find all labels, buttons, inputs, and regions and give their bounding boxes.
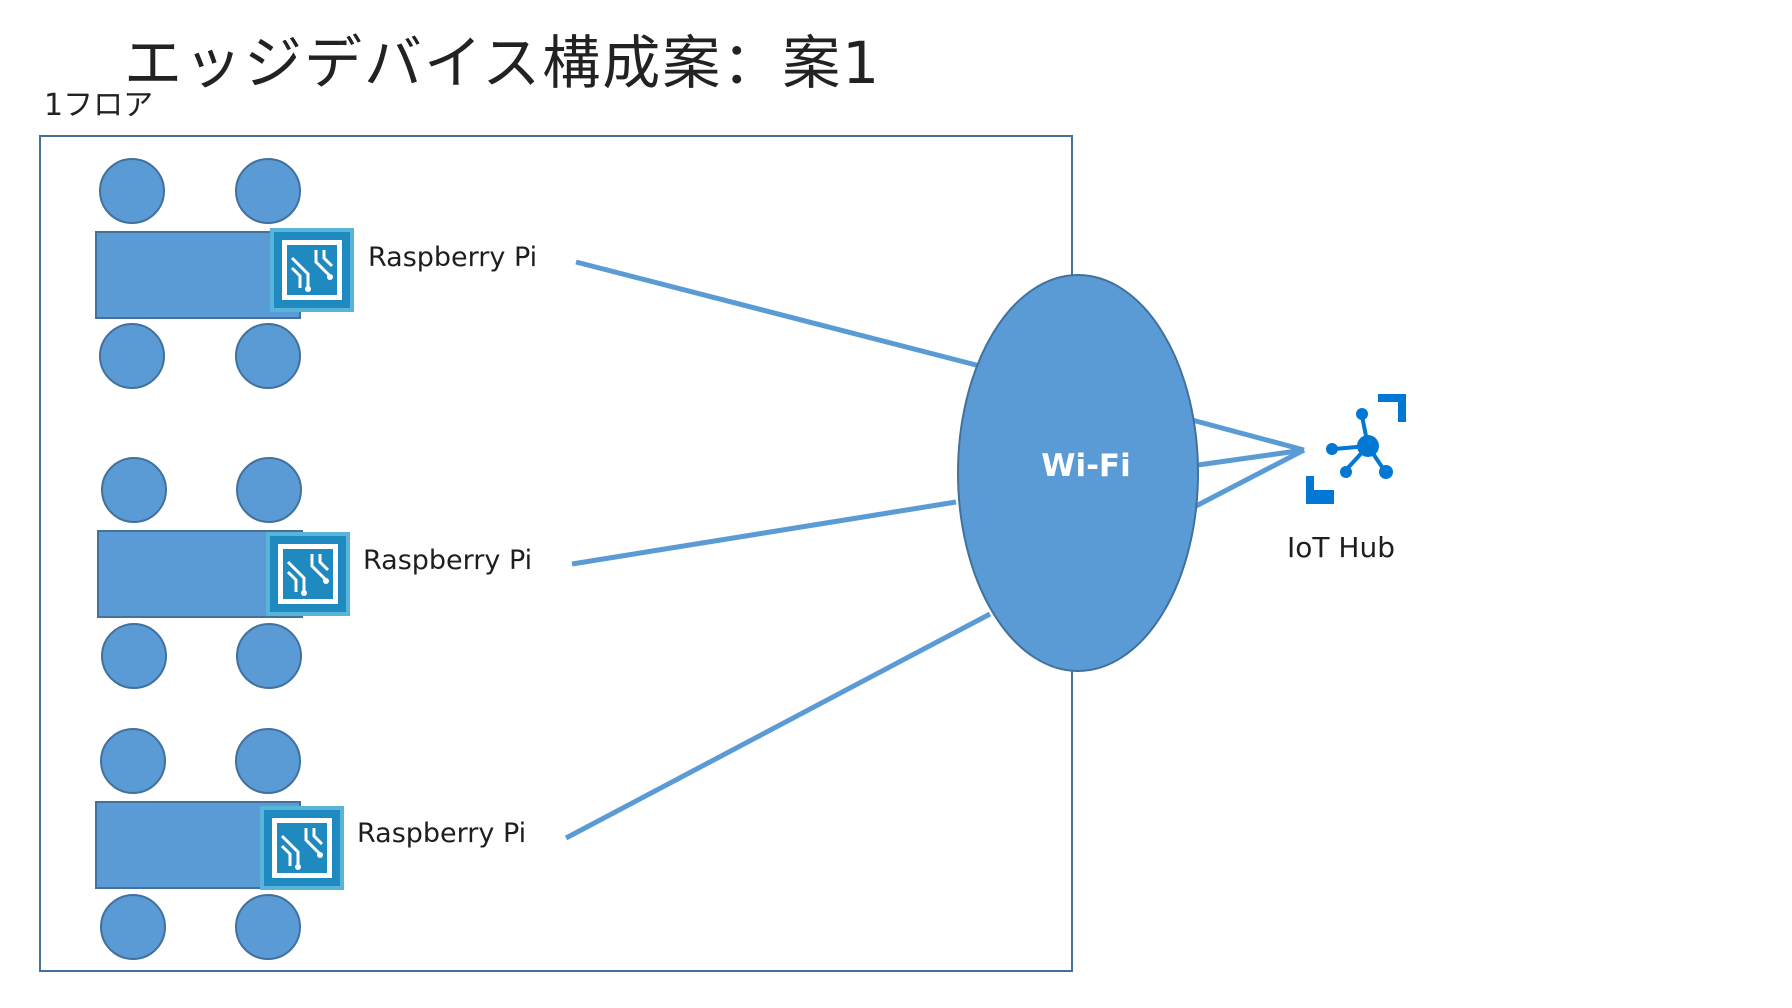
connection-line-pi-2	[571, 499, 957, 567]
wifi-label: Wi-Fi	[1041, 448, 1131, 484]
iot-hub-icon	[1306, 394, 1406, 504]
chair	[100, 728, 166, 794]
chair	[236, 623, 302, 689]
chair	[99, 158, 165, 224]
device-label-2: Raspberry Pi	[363, 545, 533, 576]
desk-group-2	[97, 457, 303, 689]
chair	[235, 728, 301, 794]
connection-line-pi-3	[564, 611, 992, 841]
chair	[235, 894, 301, 960]
desk	[95, 231, 301, 319]
page-title: エッジデバイス構成案：案1	[124, 29, 882, 97]
desk-group-1	[95, 158, 301, 389]
chair	[100, 894, 166, 960]
chair	[99, 323, 165, 389]
connection-line-hub-3	[1194, 447, 1306, 509]
circuit-board-icon	[270, 228, 354, 312]
chair	[101, 457, 167, 523]
connection-line-hub-2	[1197, 447, 1305, 468]
circuit-board-icon	[260, 806, 344, 890]
connection-line-hub-1	[1191, 417, 1305, 453]
circuit-board-icon	[266, 532, 350, 616]
iot-hub-label: IoT Hub	[1287, 531, 1395, 564]
wifi-node	[957, 274, 1199, 672]
chair	[235, 158, 301, 224]
chair	[235, 323, 301, 389]
chair	[101, 623, 167, 689]
connection-line-pi-1	[575, 259, 981, 369]
floor-label: 1フロア	[44, 88, 154, 123]
desk-group-3	[95, 728, 301, 960]
chair	[236, 457, 302, 523]
device-label-3: Raspberry Pi	[357, 818, 527, 849]
device-label-1: Raspberry Pi	[368, 242, 538, 273]
